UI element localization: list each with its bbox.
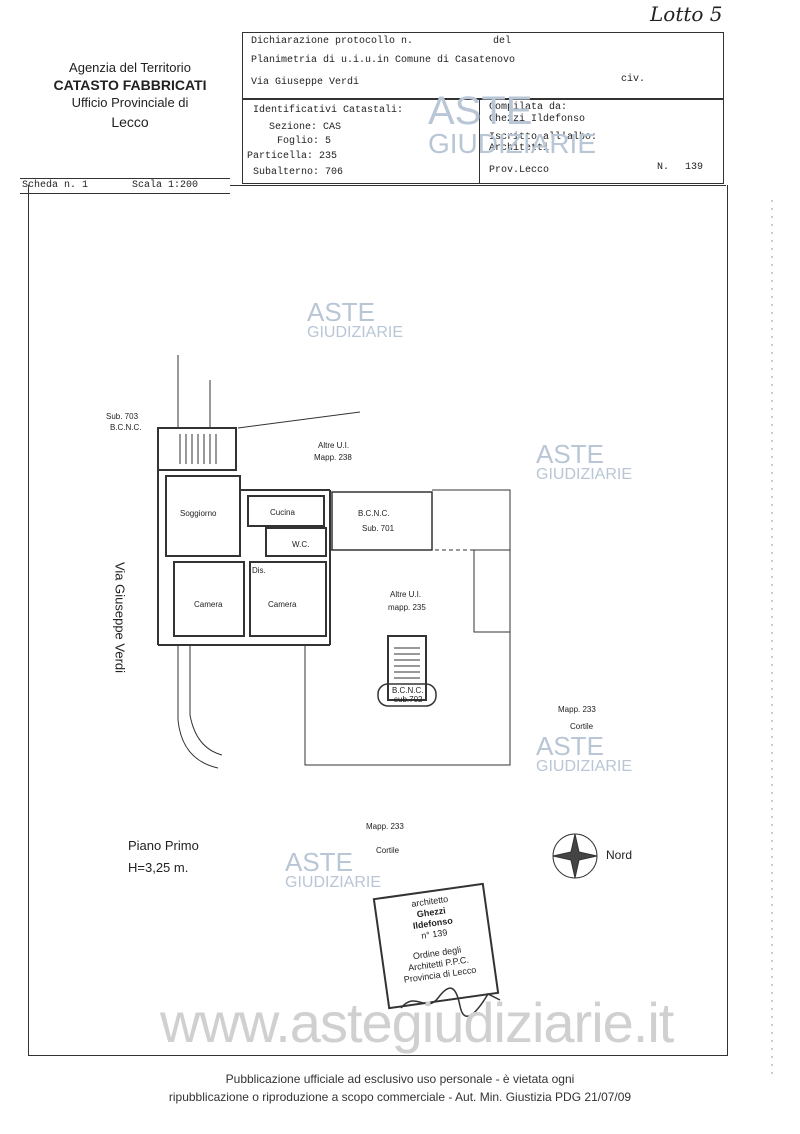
compass-star (552, 833, 598, 879)
site-watermark: www.astegiudiziarie.it (160, 991, 674, 1054)
compilata-name: Ghezzi Ildefonso (489, 114, 586, 125)
side-room (473, 549, 511, 633)
cucina-label: Cucina (270, 508, 295, 517)
catastali-divider (479, 99, 480, 183)
footer-line-2: ripubblicazione o riproduzione a scopo c… (168, 1090, 632, 1104)
street-label: Via Giuseppe Verdi (112, 561, 128, 674)
sub703-label: Sub. 703 (106, 412, 139, 421)
footer-line-1: Pubblicazione ufficiale ad esclusivo uso… (225, 1072, 575, 1086)
watermark: ASTE GIUDIZIARIE (428, 89, 597, 159)
lotto-label: Lotto 5 (650, 2, 723, 26)
n-label: N. (657, 162, 670, 173)
stair-702 (387, 635, 427, 701)
ufficio-label: Ufficio Provinciale di (71, 95, 189, 110)
catasto-title: CATASTO FABBRICATI (53, 77, 207, 93)
mapp-238-label: Mapp. 238 (314, 453, 352, 462)
soggiorno-label: Soggiorno (180, 509, 217, 518)
bcnc-701-label: B.C.N.C. (358, 509, 390, 518)
mapp-235-label: mapp. 235 (388, 603, 426, 612)
altre-ui-235-outline (304, 489, 511, 766)
agency-name: Agenzia del Territorio (69, 60, 191, 75)
watermark: ASTE GIUDIZIARIE (536, 439, 633, 483)
drawing-frame (28, 185, 728, 1056)
scala-label: Scala 1:200 (132, 180, 199, 191)
cucina-room (247, 495, 325, 527)
street-curve (189, 645, 223, 756)
scheda-row: Scheda n. 1 Scala 1:200 (20, 178, 230, 194)
watermark: ASTE GIUDIZIARIE (285, 847, 382, 891)
camera-1-label: Camera (194, 600, 223, 609)
camera-2-label: Camera (268, 600, 297, 609)
camera-room-2 (249, 561, 327, 637)
prov-label: Prov.Lecco (489, 165, 550, 176)
mapp-233-label: Mapp. 233 (366, 822, 404, 831)
mapp-233-label: Mapp. 233 (558, 705, 596, 714)
altezza-label: H=3,25 m. (128, 860, 189, 875)
n-value: 139 (685, 162, 704, 173)
catastali-box: Identificativi Catastali: Sezione: CAS F… (242, 98, 724, 184)
sub-701-label: Sub. 701 (362, 524, 395, 533)
albo-label: Architetti (489, 143, 550, 154)
stair-steps (179, 434, 217, 464)
address-label: Via Giuseppe Verdi (251, 77, 360, 88)
sub-702-label: sub.702 (394, 695, 423, 704)
agency-block: Agenzia del Territorio CATASTO FABBRICAT… (40, 60, 220, 130)
del-label: del (493, 36, 512, 47)
iscritto-label: Iscritto all'albo: (489, 132, 598, 143)
scheda-label: Scheda n. 1 (22, 180, 89, 191)
signature (400, 987, 501, 1017)
planimetria-label: Planimetria di u.i.u.in Comune di Casate… (251, 55, 516, 66)
piano-label: Piano Primo (128, 838, 199, 853)
camera-room-1 (173, 561, 245, 637)
foglio-label: Foglio: 5 (277, 136, 332, 147)
altre-ui-238-label: Altre U.I. (318, 441, 350, 450)
soggiorno-room (165, 475, 241, 557)
compilata-label: Compilata da: (489, 102, 568, 113)
cortile-label: Cortile (376, 846, 400, 855)
cortile-label: Cortile (570, 722, 594, 731)
watermark: ASTE GIUDIZIARIE (536, 731, 633, 775)
particella-label: Particella: 235 (247, 151, 338, 162)
street-curve (177, 645, 219, 769)
protocol-label: Dichiarazione protocollo n. (251, 36, 414, 47)
wc-label: W.C. (292, 540, 310, 549)
bcnc-702-label-box (377, 683, 437, 707)
wc-room (265, 527, 327, 557)
bcnc-701-room (331, 491, 433, 551)
civ-label: civ. (621, 74, 646, 85)
catastali-title: Identificativi Catastali: (253, 105, 404, 116)
frame-top-line (230, 185, 726, 186)
dis-label: Dis. (252, 566, 266, 575)
stair-block (157, 427, 237, 471)
lecco-label: Lecco (111, 114, 149, 130)
watermark: ASTE GIUDIZIARIE (307, 297, 404, 341)
bcnc-top-label: B.C.N.C. (110, 423, 142, 432)
header-box: Dichiarazione protocollo n. del Planimet… (242, 32, 724, 100)
subalterno-label: Subalterno: 706 (253, 167, 344, 178)
altre-ui-235-label: Altre U.I. (390, 590, 422, 599)
bcnc-702-label: B.C.N.C. (392, 686, 424, 695)
sezione-label: Sezione: CAS (269, 122, 342, 133)
stair-702-steps (394, 647, 420, 679)
nord-label: Nord (606, 848, 633, 862)
boundary-line (237, 411, 361, 429)
